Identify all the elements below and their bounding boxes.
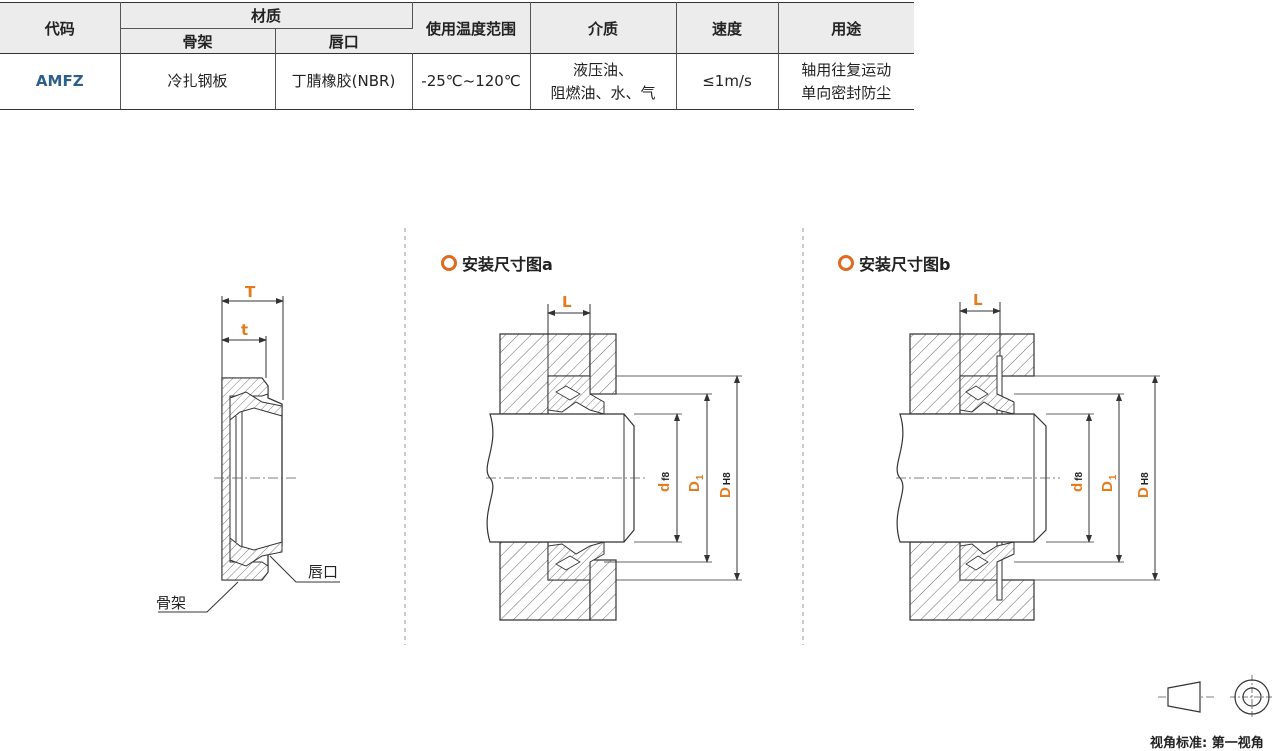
dim-L-a-label: L bbox=[562, 293, 572, 311]
cell-medium: 液压油、 阻燃油、水、气 bbox=[530, 53, 677, 110]
cell-code: AMFZ bbox=[0, 53, 121, 110]
lip-label: 唇口 bbox=[308, 563, 339, 581]
dim-labels-a: df8 D1 DH8 bbox=[656, 471, 734, 498]
dim-dh8-b: DH8 bbox=[1135, 472, 1152, 498]
header-speed: 速度 bbox=[676, 2, 779, 54]
frame-label: 骨架 bbox=[156, 594, 187, 612]
header-medium: 介质 bbox=[530, 2, 677, 54]
cell-usage-line1: 轴用往复运动 bbox=[801, 60, 892, 79]
diagram-a-title: 安装尺寸图a bbox=[441, 251, 553, 275]
diagram-a-title-text: 安装尺寸图a bbox=[462, 255, 553, 274]
cell-lip: 丁腈橡胶(NBR) bbox=[275, 53, 413, 110]
projection-symbol-icon bbox=[1158, 675, 1274, 719]
dim-d1-b: D1 bbox=[1099, 474, 1119, 492]
cell-medium-line1: 液压油、 bbox=[572, 60, 633, 79]
header-frame: 骨架 bbox=[120, 28, 276, 54]
diagram-b-title: 安装尺寸图b bbox=[838, 251, 950, 275]
dim-t-label: t bbox=[241, 321, 249, 339]
cell-medium-line2: 阻燃油、水、气 bbox=[550, 83, 656, 102]
seal-section-diagram bbox=[158, 296, 340, 613]
dim-d-a: df8 bbox=[656, 471, 673, 492]
header-temp: 使用温度范围 bbox=[412, 2, 531, 54]
dim-dh8-a: DH8 bbox=[717, 472, 734, 498]
install-diagram-a bbox=[486, 304, 742, 621]
spec-table: 代码 材质 使用温度范围 介质 速度 用途 骨架 唇口 AMFZ 冷扎钢板 丁腈… bbox=[0, 2, 914, 110]
ring-bullet-icon bbox=[441, 255, 457, 271]
dim-d1-a: D1 bbox=[686, 474, 706, 492]
header-code: 代码 bbox=[0, 2, 121, 54]
dim-L-b-label: L bbox=[973, 291, 983, 309]
dim-labels-b: df8 D1 DH8 bbox=[1069, 471, 1152, 498]
cell-temp: -25℃~120℃ bbox=[412, 53, 531, 110]
header-material: 材质 bbox=[120, 2, 413, 29]
cell-usage-line2: 单向密封防尘 bbox=[801, 83, 892, 102]
ring-bullet-icon bbox=[838, 255, 854, 271]
header-usage: 用途 bbox=[778, 2, 914, 54]
dim-T-label: T bbox=[245, 283, 256, 301]
cell-speed: ≤1m/s bbox=[676, 53, 779, 110]
view-standard-label: 视角标准: 第一视角 bbox=[1150, 736, 1264, 751]
diagram-b-title-text: 安装尺寸图b bbox=[859, 255, 951, 274]
dim-d-b: df8 bbox=[1069, 471, 1086, 492]
cell-frame: 冷扎钢板 bbox=[120, 53, 276, 110]
install-diagram-b bbox=[896, 302, 1160, 621]
cell-usage: 轴用往复运动 单向密封防尘 bbox=[778, 53, 914, 110]
header-lip: 唇口 bbox=[275, 28, 412, 54]
table-row: AMFZ 冷扎钢板 丁腈橡胶(NBR) -25℃~120℃ 液压油、 阻燃油、水… bbox=[0, 53, 914, 110]
